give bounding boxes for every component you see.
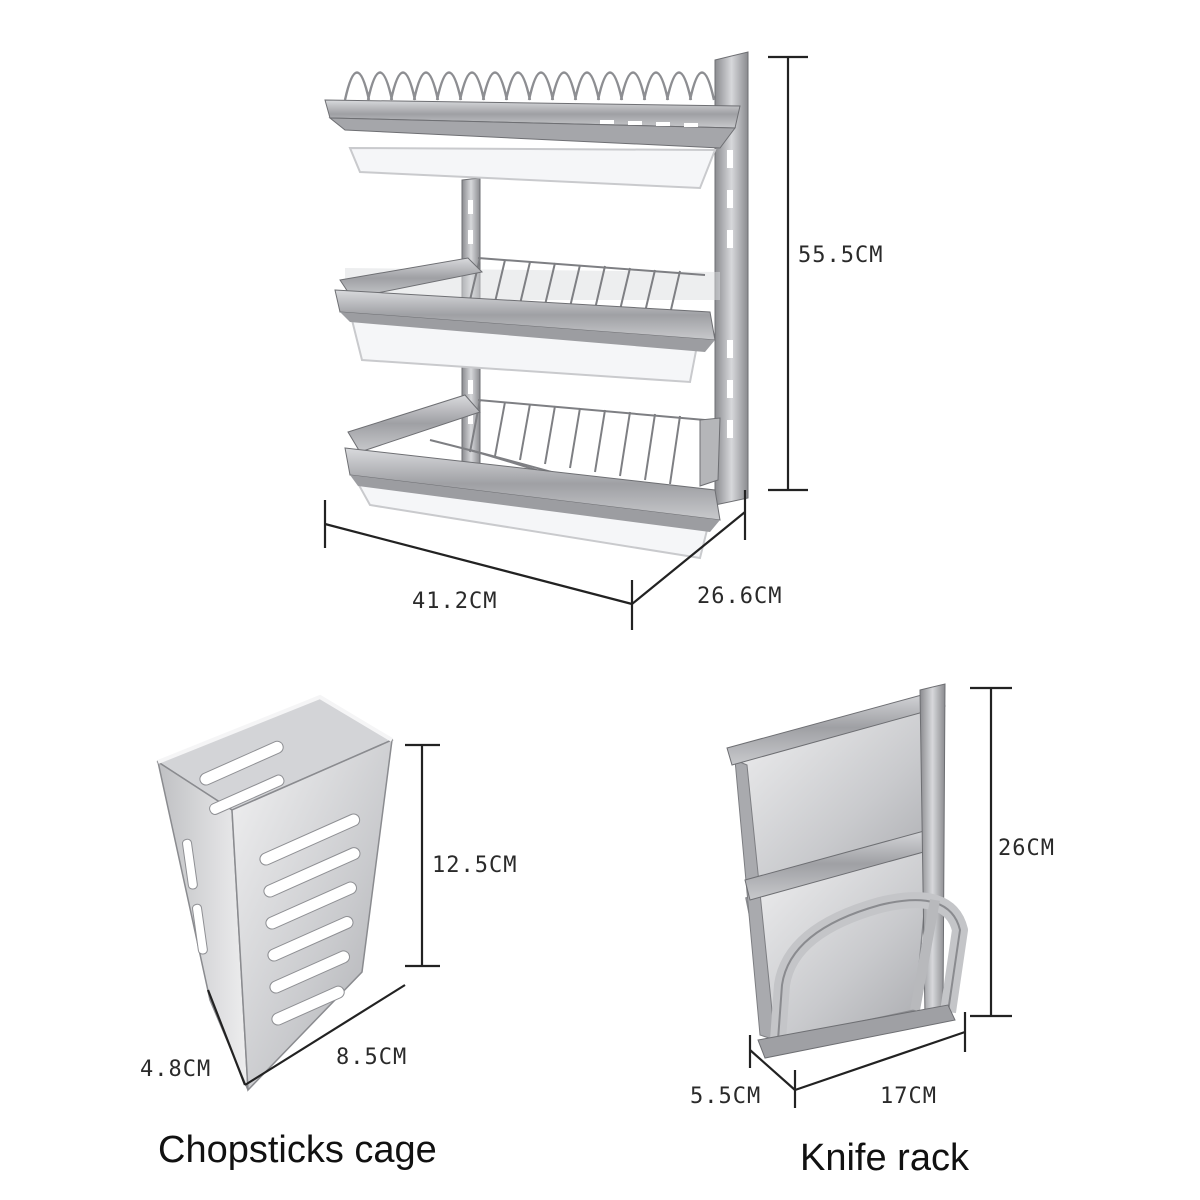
chopsticks-cage-depth-label: 4.8CM [140,1057,211,1082]
chopsticks-cage-width-label: 8.5CM [336,1045,407,1070]
dish-rack-illustration [324,51,749,560]
bottom-basket-tier [344,394,721,560]
middle-basket-tier [334,257,720,384]
knife-rack-caption: Knife rack [800,1137,970,1179]
chopsticks-cage-width-dimension [244,984,406,1086]
dish-rack-height-dimension [768,55,808,492]
dish-rack-height-label: 55.5CM [798,243,883,268]
knife-rack-width-label: 17CM [880,1084,937,1109]
knife-rack-width-dimension [794,1012,967,1092]
knife-rack-illustration [726,683,968,1059]
dish-rack-width-dimension [323,500,634,630]
dish-rack-depth-label: 26.6CM [697,584,782,609]
chopsticks-cage-caption: Chopsticks cage [158,1129,437,1171]
dish-rack-width-label: 41.2CM [412,589,497,614]
dish-rack-depth-dimension [631,490,747,605]
knife-rack-height-label: 26CM [998,836,1055,861]
knife-rack-height-dimension [970,686,1012,1018]
knife-rack-depth-label: 5.5CM [690,1084,761,1109]
chopsticks-cage-depth-dimension [206,989,247,1086]
chopsticks-cage-illustration [156,694,394,1092]
rear-post-right [714,51,749,506]
chopsticks-cage-height-dimension [405,743,440,968]
chopsticks-cage-height-label: 12.5CM [432,853,517,878]
top-plate-tier [324,71,741,190]
